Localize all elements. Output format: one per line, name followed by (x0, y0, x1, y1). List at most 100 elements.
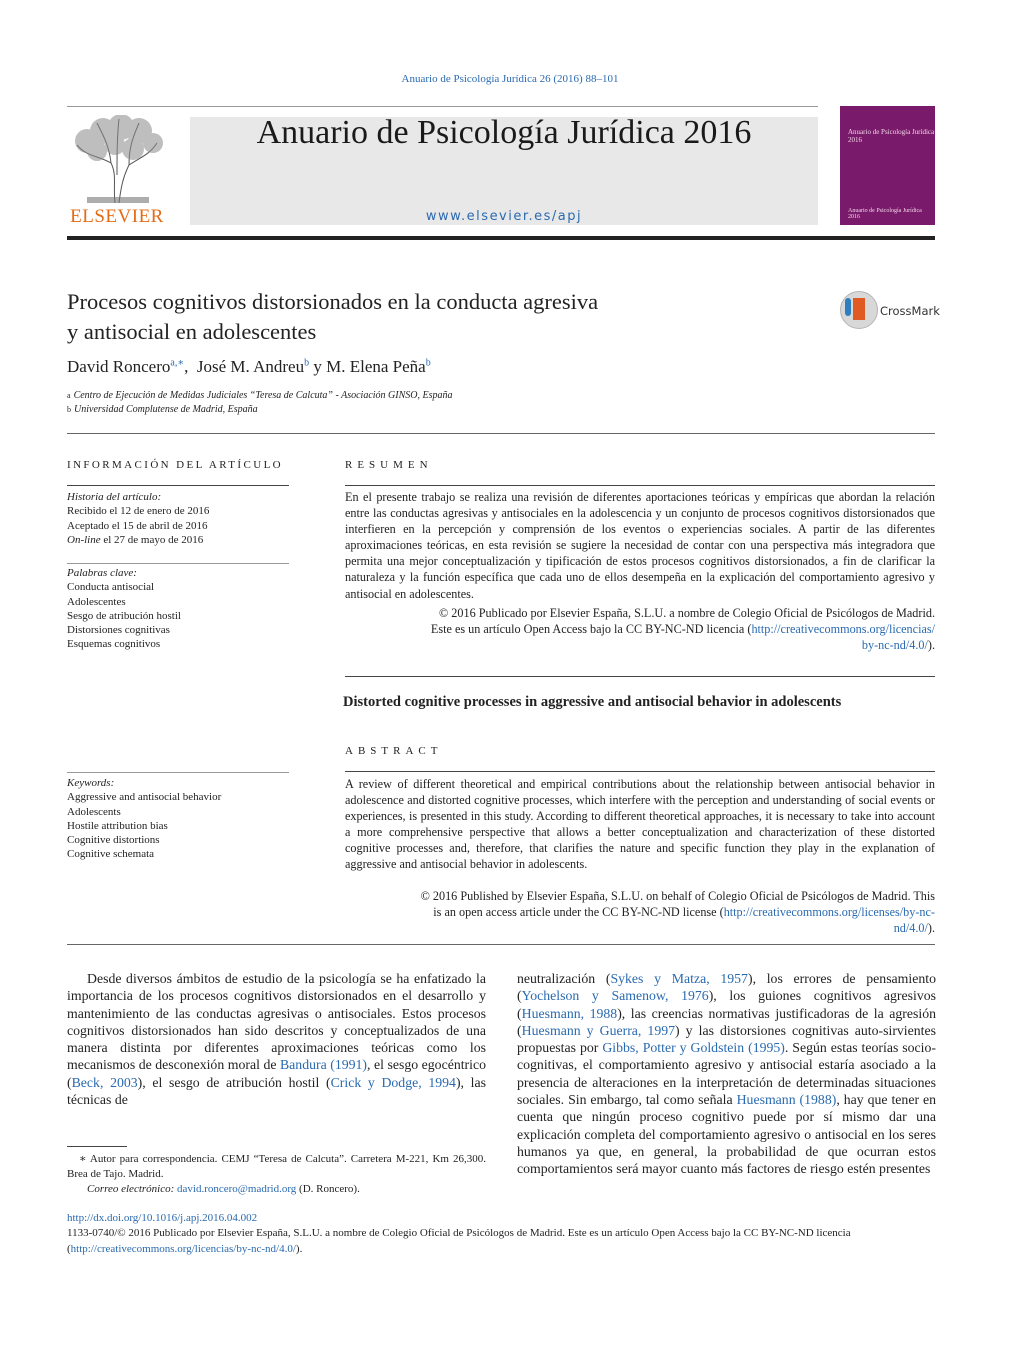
citation-link[interactable]: Beck, 2003 (71, 1074, 138, 1090)
doi-link[interactable]: http://dx.doi.org/10.1016/j.apj.2016.04.… (67, 1212, 258, 1224)
body-text: , hay que tener en cuenta que ningún pro… (517, 1092, 937, 1177)
section-rule (67, 772, 289, 773)
crossmark-label: CrossMark (880, 304, 940, 318)
keyword: Cognitive schemata (67, 848, 155, 861)
keywords-english: Keywords: Aggressive and antisocial beha… (67, 776, 221, 862)
email-owner: (D. Roncero). (296, 1183, 360, 1195)
header-thick-rule (67, 236, 935, 240)
abstract-copyright: © 2016 Published by Elsevier España, S.L… (345, 888, 935, 936)
correspondence-footnote: ∗ Autor para correspondencia. CEMJ “Tere… (67, 1152, 486, 1197)
history-online: On-line el 27 de mayo de 2016 (67, 533, 289, 547)
author-name: M. Elena Peña (326, 357, 426, 376)
license-link[interactable]: http://creativecommons.org/licencias/by-… (70, 1242, 296, 1255)
abstract-text: A review of different theoretical and em… (345, 777, 935, 872)
citation-link[interactable]: Gibbs, Potter y Goldstein (1995) (602, 1040, 785, 1056)
keywords-label: Keywords: (67, 777, 115, 789)
body-text: , el sesgo egocéntrico ( (67, 1057, 486, 1090)
body-text: ), las técnicas de (67, 1074, 486, 1108)
body-text: ), los guiones cognitivos agresivos ( (517, 988, 936, 1021)
affiliation-mark: a (67, 391, 71, 400)
affiliation-text: Universidad Complutense de Madrid, Españ… (74, 404, 258, 415)
author-name: José M. Andreu (196, 357, 305, 376)
resumen-copyright: © 2016 Publicado por Elsevier España, S.… (345, 605, 935, 653)
license-link[interactable]: http://creativecommons.org/licenses/by-n… (723, 905, 935, 920)
keyword: Adolescents (67, 805, 121, 818)
issn-copyright: 1133-0740/© 2016 Publicado por Elsevier … (67, 1226, 935, 1257)
license-close: ). (295, 1242, 303, 1255)
author-name: David Roncero (67, 357, 171, 376)
journal-reference[interactable]: Anuario de Psicología Jurídica 26 (2016)… (401, 73, 619, 85)
copyright-line: © 2016 Publicado por Elsevier España, S.… (439, 606, 935, 620)
citation-link[interactable]: Yochelson y Samenow, 1976 (521, 988, 709, 1004)
citation-link[interactable]: Crick y Dodge, 1994 (330, 1074, 456, 1090)
section-rule (67, 944, 935, 945)
license-line: is an open access article under the CC B… (345, 904, 935, 920)
license-link[interactable]: nd/4.0/ (893, 921, 928, 936)
history-label: Historia del artículo: (67, 491, 162, 503)
online-date: el 27 de mayo de 2016 (100, 534, 204, 547)
keywords-label: Palabras clave: (67, 567, 137, 579)
body-text: . Según estas teorías socio-cognitivas, … (517, 1040, 936, 1108)
body-column-right: neutralización (Sykes y Matza, 1957), lo… (517, 970, 936, 1178)
section-rule (345, 485, 935, 486)
affiliation-mark: b (67, 405, 71, 414)
citation-link[interactable]: Huesmann y Guerra, 1997 (521, 1022, 676, 1038)
footnote-mark: ∗ (79, 1153, 87, 1165)
license-text: is an open access article under the CC B… (433, 905, 724, 920)
resumen-text: En el presente trabajo se realiza una re… (345, 490, 935, 601)
section-rule (67, 433, 935, 434)
license-line: Este es un artículo Open Access bajo la … (345, 621, 935, 637)
article-title-line1: Procesos cognitivos distorsionados en la… (67, 289, 599, 314)
footnote-rule (67, 1146, 127, 1147)
journal-title: Anuario de Psicología Jurídica 2016 (256, 114, 752, 151)
body-text: ), el sesgo de atribución hostil ( (137, 1074, 331, 1090)
elsevier-wordmark: ELSEVIER (70, 206, 164, 227)
history-received: Recibido el 12 de enero de 2016 (67, 505, 210, 518)
journal-cover-thumbnail[interactable]: Anuario de Psicología Jurídica 2016 Anua… (840, 106, 935, 225)
license-close: ). (927, 921, 935, 936)
license-open: ( (67, 1242, 71, 1255)
english-title: Distorted cognitive processes in aggress… (343, 694, 842, 710)
author-affiliation-link[interactable]: b (304, 357, 310, 369)
keyword: Adolescentes (67, 595, 126, 608)
section-rule (345, 771, 935, 772)
author-affiliation-link[interactable]: b (425, 357, 431, 369)
section-rule (67, 563, 289, 564)
cover-footer: Anuario de Psicología Jurídica 2016 (848, 208, 922, 220)
email-link[interactable]: david.roncero@madrid.org (177, 1183, 297, 1195)
journal-url[interactable]: www.elsevier.es/apj (425, 209, 583, 224)
license-line: by-nc-nd/4.0/). (345, 637, 935, 653)
author-conjunction: y (313, 357, 322, 376)
citation-link[interactable]: Huesmann (1988) (736, 1092, 837, 1108)
license-close: ). (927, 638, 935, 653)
crossmark-icon (840, 291, 878, 329)
license-line: nd/4.0/). (345, 920, 935, 936)
resumen-heading: resumen (345, 459, 433, 471)
body-text: ) y las distorsiones cognitivas auto-sir… (517, 1022, 936, 1056)
citation-link[interactable]: Huesmann, 1988 (521, 1005, 618, 1021)
email-label: Correo electrónico: (87, 1183, 175, 1195)
article-info-heading: información del artículo (67, 459, 284, 471)
online-label: On-line (67, 534, 101, 547)
keyword: Sesgo de atribución hostil (67, 609, 181, 622)
keyword: Aggressive and antisocial behavior (67, 791, 222, 804)
keyword: Conducta antisocial (67, 581, 155, 594)
body-text: ), las creencias normativas justificador… (517, 1005, 936, 1038)
issn-text: 1133-0740/© 2016 Publicado por Elsevier … (67, 1227, 851, 1239)
keyword: Esquemas cognitivos (67, 638, 161, 651)
citation-link[interactable]: Sykes y Matza, 1957 (610, 971, 748, 986)
author-affiliation-link[interactable]: a,∗ (170, 357, 185, 369)
body-column-left: Desde diversos ámbitos de estudio de la … (67, 970, 486, 1108)
license-link[interactable]: http://creativecommons.org/licencias/ (751, 622, 935, 637)
article-history: Historia del artículo: Recibido el 12 de… (67, 490, 289, 548)
keyword: Cognitive distortions (67, 834, 160, 847)
keywords-spanish: Palabras clave: Conducta antisocial Adol… (67, 566, 181, 652)
license-link[interactable]: by-nc-nd/4.0/ (861, 638, 928, 653)
elsevier-tree-logo (67, 115, 165, 205)
body-text: ), los errores de pensamiento ( (517, 971, 937, 1004)
keyword: Hostile attribution bias (67, 819, 168, 832)
footnote-text: Autor para correspondencia. CEMJ “Teresa… (67, 1153, 486, 1180)
citation-link[interactable]: Bandura (1991) (279, 1057, 368, 1073)
cover-title: Anuario de Psicología Jurídica 2016 (848, 128, 935, 144)
